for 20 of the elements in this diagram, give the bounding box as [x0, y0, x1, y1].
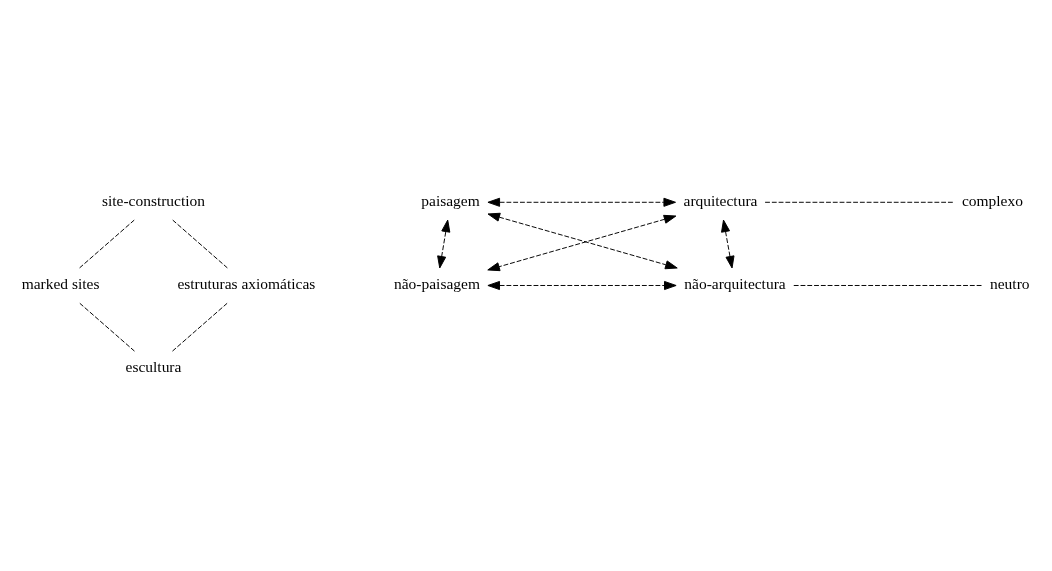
connector [172, 219, 228, 269]
arrow [487, 197, 676, 207]
connector [171, 302, 228, 352]
node-text: paisagem [421, 191, 480, 209]
arrow [437, 219, 451, 269]
arrow [721, 219, 735, 269]
node-text: neutro [990, 275, 1030, 293]
connector [793, 285, 982, 286]
node-text: complexo [961, 191, 1023, 209]
connector [79, 219, 135, 269]
node-text: arquitectura [683, 191, 758, 209]
node-text: estruturas axiomáticas [177, 275, 316, 293]
connector [764, 201, 954, 203]
connector [79, 302, 136, 352]
node-text: escultura [125, 358, 182, 376]
node-text: não-arquitectura [684, 275, 786, 293]
node-text: não-paisagem [394, 275, 480, 293]
arrow [487, 280, 677, 291]
node-text: marked sites [21, 275, 100, 293]
node-text: site-construction [101, 191, 206, 209]
